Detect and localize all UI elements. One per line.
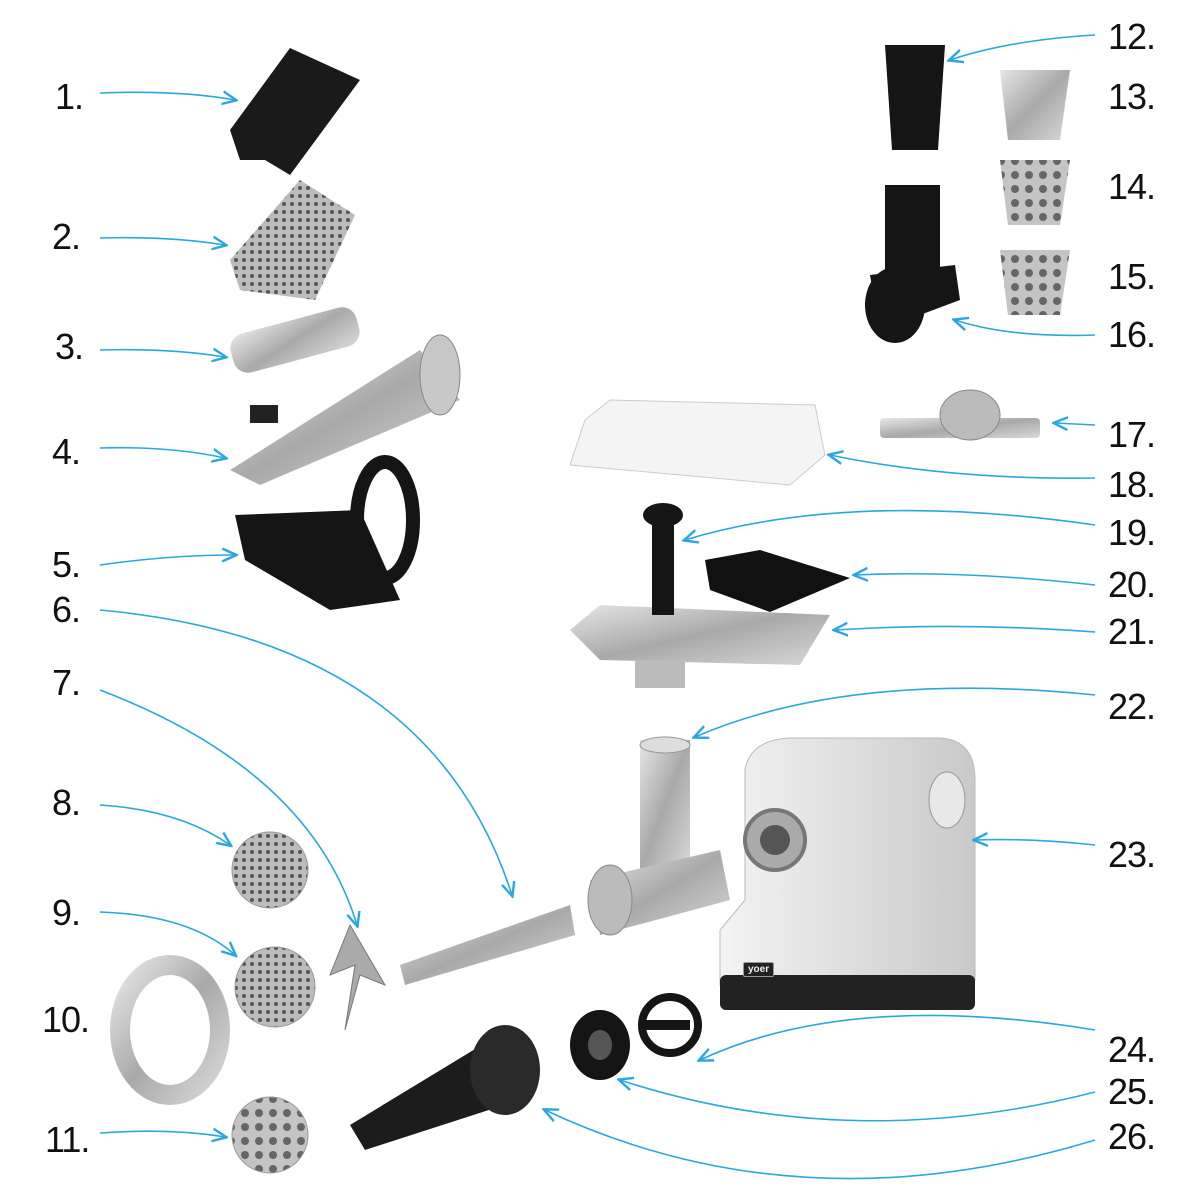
label-3: 3.	[55, 326, 84, 367]
arrow-19	[685, 509, 1096, 540]
label-5: 5.	[52, 544, 81, 585]
arrow-17	[1055, 423, 1096, 425]
label-9: 9.	[52, 892, 81, 933]
part-13-slicing-drum	[1000, 70, 1070, 140]
arrow-12	[950, 34, 1096, 60]
arrow-5	[99, 555, 235, 566]
part-17-slicer-holder	[880, 389, 1040, 441]
arrow-4	[99, 446, 225, 458]
part-4-juicer-housing	[230, 334, 461, 485]
arrow-22	[695, 687, 1096, 737]
arrow-18	[830, 455, 1096, 479]
arrow-23	[975, 840, 1096, 845]
part-3-auger	[230, 307, 360, 373]
arrow-11	[99, 1131, 225, 1137]
label-6: 6.	[52, 589, 81, 630]
label-18: 18.	[1108, 464, 1156, 505]
arrow-25	[620, 1080, 1096, 1122]
label-24: 24.	[1108, 1029, 1156, 1070]
label-2: 2.	[52, 216, 81, 257]
part-20-kubbe-attachment	[705, 550, 850, 612]
part-25-spacer	[570, 1010, 630, 1080]
label-20: 20.	[1108, 564, 1156, 605]
label-11: 11.	[45, 1119, 90, 1160]
arrow-6	[99, 609, 512, 895]
label-15: 15.	[1108, 256, 1156, 297]
label-23: 23.	[1108, 834, 1156, 875]
arrow-21	[835, 626, 1096, 632]
label-19: 19.	[1108, 512, 1156, 553]
part-9-plate-medium	[234, 946, 316, 1028]
arrow-20	[855, 574, 1096, 586]
part-11-plate-coarse	[231, 1096, 309, 1174]
label-1: 1.	[55, 76, 84, 117]
arrow-1	[99, 92, 235, 100]
arrow-9	[99, 911, 235, 955]
part-12-pusher-tube	[885, 45, 945, 150]
arrow-2	[99, 238, 225, 245]
part-10-ring-nut	[110, 955, 230, 1105]
brand-logo: yoer	[743, 962, 775, 977]
part-16-slicer-housing	[865, 185, 960, 343]
label-25: 25.	[1108, 1071, 1156, 1112]
arrow-16	[955, 320, 1096, 337]
part-8-plate-fine	[231, 831, 309, 909]
arrow-24	[700, 1014, 1096, 1060]
arrow-7	[99, 689, 357, 925]
arrow-26	[545, 1110, 1096, 1180]
arrow-3	[99, 350, 225, 357]
part-6-grinding-screw	[400, 905, 575, 985]
part-14-grating-drum	[1000, 160, 1070, 225]
label-21: 21.	[1108, 611, 1156, 652]
label-10: 10.	[42, 999, 90, 1040]
part-19-pusher	[643, 503, 683, 615]
label-17: 17.	[1108, 414, 1156, 455]
label-8: 8.	[52, 782, 81, 823]
part-18-tray-lid	[569, 399, 826, 486]
label-13: 13.	[1108, 76, 1156, 117]
label-26: 26.	[1108, 1116, 1156, 1157]
label-16: 16.	[1108, 314, 1156, 355]
part-21-tray	[570, 605, 830, 688]
part-22-grinder-head	[587, 736, 730, 936]
label-14: 14.	[1108, 166, 1156, 207]
part-24-sausage-holder	[638, 993, 702, 1057]
label-4: 4.	[52, 431, 81, 472]
arrow-8	[99, 804, 230, 845]
label-12: 12.	[1108, 16, 1156, 57]
part-23-motor-body	[719, 737, 976, 1010]
part-5-juice-tray	[235, 455, 420, 610]
part-2-sieve-cone	[230, 180, 355, 300]
label-7: 7.	[52, 662, 81, 703]
part-1-cover	[230, 48, 360, 175]
label-22: 22.	[1108, 686, 1156, 727]
part-15-shredding-drum	[1000, 250, 1070, 315]
part-26-sausage-funnel	[350, 1025, 540, 1150]
part-7-blade	[329, 923, 387, 1031]
